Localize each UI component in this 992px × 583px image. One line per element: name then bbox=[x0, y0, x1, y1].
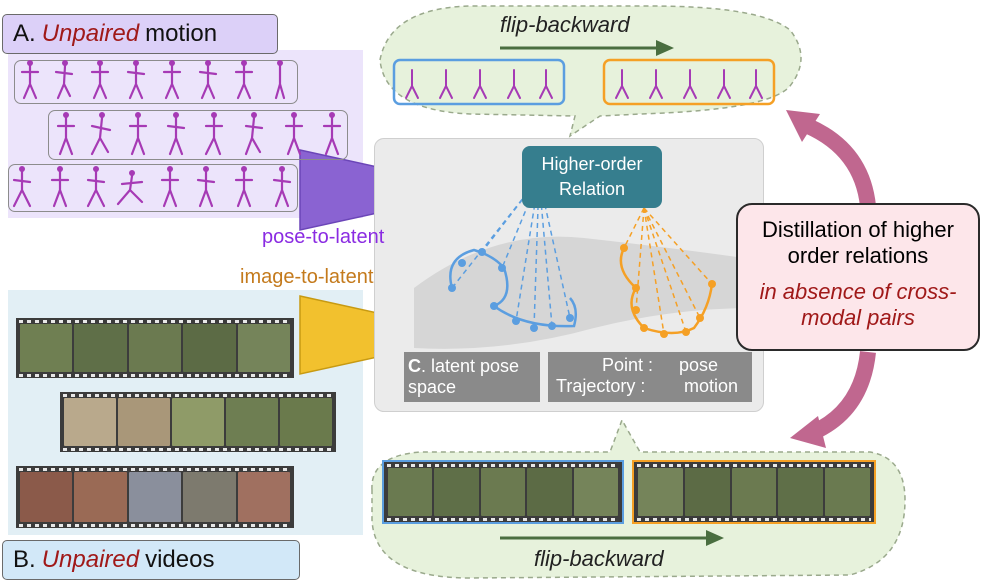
panel-b-rest: videos bbox=[145, 546, 215, 573]
motion-sequence-1 bbox=[14, 60, 298, 104]
panel-a-emphasis: Unpaired bbox=[41, 20, 140, 47]
panel-a-title: A. Unpaired motion bbox=[2, 14, 278, 54]
flipped-video-strip-orange bbox=[632, 460, 876, 524]
latent-letter: C bbox=[408, 356, 421, 376]
video-strip-1 bbox=[16, 318, 294, 378]
panel-b-letter: B. bbox=[13, 546, 36, 573]
higher-order-relation-node: Higher-order Relation bbox=[522, 146, 662, 208]
skeleton-figures bbox=[12, 60, 342, 208]
curved-arrow-up bbox=[804, 118, 876, 208]
panel-b-title: B. Unpaired videos bbox=[2, 540, 300, 580]
video-strip-2 bbox=[60, 392, 336, 452]
legend-traj-val: motion bbox=[683, 376, 738, 396]
latent-manifold bbox=[414, 177, 754, 349]
flip-arrow-bottom-head bbox=[706, 530, 724, 546]
panel-a-letter: A. bbox=[13, 20, 36, 47]
motion-sequence-2 bbox=[48, 110, 348, 160]
video-strip-3 bbox=[16, 466, 294, 528]
flipped-skeletons bbox=[405, 69, 763, 99]
panel-a-rest: motion bbox=[145, 20, 218, 47]
latent-label-text: . latent pose space bbox=[408, 356, 520, 397]
legend-traj-key: Trajectory : bbox=[556, 376, 646, 396]
legend-point-key: Point : bbox=[602, 355, 654, 375]
pose-to-latent-label: pose-to-latent bbox=[262, 226, 385, 248]
flip-backward-bottom-label: flip-backward bbox=[534, 546, 664, 571]
image-to-latent-label: image-to-latent bbox=[240, 266, 374, 288]
flip-backward-top-label: flip-backward bbox=[500, 12, 630, 37]
distillation-title: Distillation of higher order relations bbox=[762, 217, 954, 268]
latent-space-label: C. latent pose space bbox=[404, 352, 540, 402]
distillation-box: Distillation of higher order relations i… bbox=[736, 203, 980, 351]
distillation-subtitle: in absence of cross-modal pairs bbox=[759, 279, 957, 330]
legend-point-val: pose bbox=[678, 355, 718, 375]
latent-legend: Point : pose Trajectory : motion bbox=[548, 352, 752, 402]
curved-arrow-down bbox=[810, 351, 876, 440]
motion-sequence-3 bbox=[8, 164, 298, 212]
flipped-video-strip-blue bbox=[382, 460, 624, 524]
panel-b-emphasis: Unpaired bbox=[41, 546, 140, 573]
flip-arrow-top-head bbox=[656, 40, 674, 56]
